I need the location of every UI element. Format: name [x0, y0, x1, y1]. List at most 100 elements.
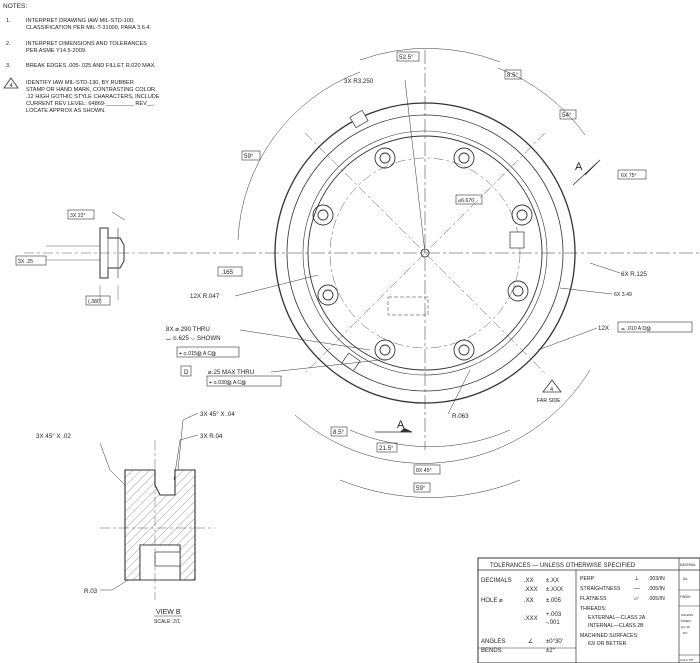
inner-bore: [307, 135, 543, 371]
threads-external: EXTERNAL—CLASS 2A: [588, 615, 646, 621]
decimals-xxx-value: ±.XXX: [546, 587, 563, 593]
note-3-line-1: BREAK EDGES .005-.025 AND FILLET R.020 M…: [26, 63, 156, 69]
hole-xx-value: ±.005: [546, 598, 562, 604]
view-b-annotations: 3X 45° X .04 3X 45° X .02 3X R.04 R.03 V…: [36, 411, 235, 625]
notes-header: NOTES:: [3, 3, 27, 10]
straightness-value: .005/IN: [648, 586, 665, 592]
all-dims-cell: ALL DI: [681, 625, 690, 629]
angles-label: ANGLES: [481, 639, 505, 645]
dimensions-cell: DIMEN: [681, 619, 691, 623]
note-4-line-1: IDENTIFY IAW MIL-STD-130, BY RUBBER: [26, 80, 134, 86]
note-4-line-3: .12 HIGH GOTHIC STYLE CHARACTERS, INCLUD…: [26, 94, 160, 100]
angle-symbol-icon: ∠: [528, 638, 533, 645]
tolerance-block-text: TOLERANCES — UNLESS OTHERWISE SPECIFIED …: [481, 563, 696, 662]
profile-12x-label: 12X: [598, 325, 609, 332]
note-4-flag-icon: [3, 77, 19, 89]
tolerance-title: TOLERANCES — UNLESS OTHERWISE SPECIFIED: [490, 563, 636, 569]
radius-3x-3250-label: 3X R3.250: [344, 78, 374, 85]
outer-step: [286, 114, 564, 392]
bends-label: BENDS: [481, 648, 502, 654]
angle-21-5-label: 21.5°: [379, 445, 394, 452]
angle-52-5-label: 52.5°: [399, 54, 414, 61]
flatness-value: .005/IN: [648, 596, 665, 602]
dim-380-label: (.380): [88, 299, 102, 305]
section-a-top-label: A: [575, 161, 583, 173]
side-detail-view: [15, 209, 150, 306]
datum-d-label: D: [184, 369, 189, 376]
flatness-label: FLATNESS: [580, 596, 607, 602]
straightness-label: STRAIGHTNESS: [580, 586, 621, 592]
section-a-bottom-label: A: [397, 419, 405, 431]
bolt-circle: [329, 157, 521, 349]
radius-12x-047-label: 12X R.047: [190, 293, 220, 300]
angle-59-left-label: 59°: [244, 153, 254, 160]
note-3-number: 3.: [6, 63, 11, 69]
side-detail-annotations: 3X 22° 3X .25 (.380): [18, 213, 102, 305]
radius-6x-125-label: 6X R.125: [621, 271, 647, 278]
note-4-line-4: CURRENT REV LEVEL: 64869-_________ REV__…: [26, 101, 155, 107]
far-side-label: FAR SIDE: [537, 398, 561, 404]
note-2-number: 2.: [6, 41, 11, 47]
note-4-line-5: LOCATE APPROX AS SHOWN.: [26, 108, 106, 114]
note-1-number: 1.: [6, 18, 11, 24]
angle-8-5-top-label: 8.5°: [507, 72, 519, 79]
chamfer-3x-04-label: 3X 45° X .04: [200, 411, 235, 418]
far-side-flag-number: 4: [550, 387, 553, 393]
machined-surfaces-value: 63/ OR BETTER: [588, 641, 627, 647]
hole-xxx-plus: +.003: [546, 612, 562, 618]
chamfer-3x-02-label: 3X 45° X .02: [36, 433, 71, 440]
angle-8-5-bottom-label: 8.5°: [333, 429, 345, 436]
machined-surfaces-label: MACHINED SURFACES:: [580, 633, 639, 639]
finish-cell-label: FINISH: [680, 595, 691, 599]
material-al-cell: AL: [683, 576, 689, 581]
radius-03-label: R.03: [84, 588, 98, 595]
threads-label: THREADS:: [580, 606, 606, 612]
position-fcf-2: ⌖ ⌀.030Ⓜ A CⓂ: [209, 380, 246, 386]
angle-59-bottom-label: 59°: [416, 485, 426, 492]
notes-block: NOTES: 1. INTERPRET DRAWING IAW MIL-STD-…: [3, 3, 160, 114]
threads-internal: INTERNAL—CLASS 2B: [588, 623, 644, 629]
angle-8x-45-label: 8X 45°: [416, 468, 432, 474]
perp-label: PERP: [580, 576, 595, 582]
view-b-detail: [99, 412, 215, 617]
note-1-line-1: INTERPRET DRAWING IAW MIL-STD-100,: [26, 18, 135, 24]
note-4-flag-number: 4: [10, 83, 13, 89]
hole-xx: .XX: [524, 598, 534, 604]
holes-callout-line-2: ⌴ ⌀.625 ⌵ SHOWN: [166, 335, 221, 342]
perp-value: .003/IN: [648, 576, 665, 582]
calc-weight-cell: CALC WT: [680, 658, 694, 662]
radius-063-label: R.063: [452, 413, 469, 420]
note-2-line-2: PER ASME Y14.5-2009.: [26, 48, 87, 54]
material-cell-label: MATERIAL: [680, 563, 696, 567]
view-b-scale: SCALE: 2/1: [154, 619, 180, 625]
decimals-xxx: .XXX: [524, 587, 538, 593]
angle-54-label: 54°: [562, 112, 572, 119]
angle-6x-75-label: 6X 75°: [621, 173, 637, 179]
decimals-label: DECIMALS: [481, 578, 512, 584]
dim-165-label: .165: [221, 269, 234, 276]
diameter-6670-label: ⌀6.670: [458, 198, 474, 204]
note-2-line-1: INTERPRET DIMENSIONS AND TOLERANCES: [26, 41, 147, 47]
decimals-xx-value: ±.XX: [546, 578, 559, 584]
dim-3x-25-label: 3X .25: [18, 259, 33, 265]
radius-3x-04-label: 3X R.04: [200, 433, 223, 440]
bends-value: ±2°: [546, 648, 556, 654]
hole-xxx: .XXX: [524, 616, 538, 622]
bolt-holes: [312, 147, 533, 361]
note-4-line-2: STAMP OR HAND MARK, CONTRASTING COLOR,: [26, 87, 157, 93]
tolerance-block: [477, 557, 700, 663]
straightness-symbol-icon: —: [634, 586, 640, 592]
main-view-annotations: 52.5° 8.5° 3X R3.250 54° 59° ⌀6.670 A 6X…: [166, 54, 651, 492]
thru-callout-line-1: ⌀.25 MAX THRU: [208, 369, 254, 376]
position-fcf-1: ⌖ ⌀.015Ⓜ A CⓂ: [179, 351, 216, 357]
do-cell: DO: [683, 631, 688, 635]
angles-value: ±0°30': [546, 639, 563, 645]
view-b-title: VIEW B: [156, 609, 181, 616]
decimals-xx: .XX: [524, 578, 534, 584]
holes-callout-line-1: 8X ⌀.290 THRU: [166, 326, 210, 333]
outer-diameter: [274, 102, 576, 404]
perp-symbol-icon: ⊥: [634, 575, 639, 582]
hole-label: HOLE ⌀: [481, 598, 503, 604]
hole-xxx-minus: -.001: [546, 620, 560, 626]
